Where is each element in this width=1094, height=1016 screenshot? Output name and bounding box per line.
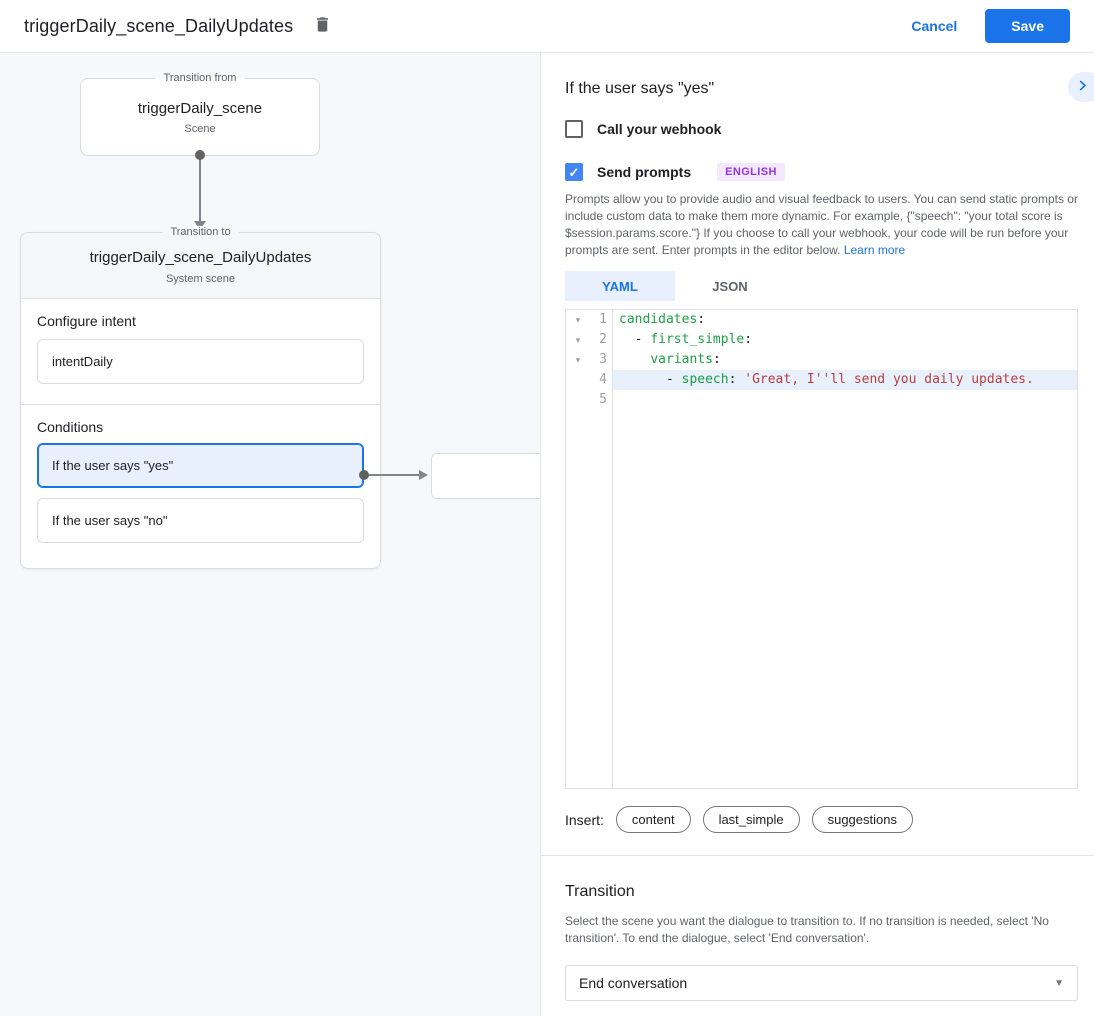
tab-json[interactable]: JSON: [712, 278, 748, 294]
call-webhook-label: Call your webhook: [597, 121, 722, 137]
to-scene-type: System scene: [165, 273, 236, 285]
condition-no-label: If the user says "no": [52, 513, 168, 528]
connector-line-vertical: [199, 158, 201, 221]
editor-format-tabs: YAML JSON: [565, 271, 1078, 301]
insert-chip-suggestions[interactable]: suggestions: [811, 806, 913, 833]
trash-icon: [313, 15, 332, 37]
configure-intent-section: Configure intent intentDaily: [21, 299, 380, 405]
prompts-description-text: Prompts allow you to provide audio and v…: [565, 192, 1078, 257]
fold-gutter-spacer: [566, 370, 590, 390]
tab-yaml[interactable]: YAML: [565, 271, 675, 301]
fold-gutter-spacer: [566, 390, 590, 410]
delete-scene-button[interactable]: [313, 15, 332, 37]
send-prompts-checkbox[interactable]: ✓: [565, 163, 583, 181]
insert-chip-last-simple[interactable]: last_simple: [702, 806, 800, 833]
arrow-down-icon: [194, 221, 206, 230]
condition-item-yes[interactable]: If the user says "yes": [37, 443, 364, 488]
learn-more-link[interactable]: Learn more: [843, 243, 906, 257]
transition-target-placeholder: [431, 453, 540, 499]
line-number: 3: [599, 352, 607, 367]
topbar-actions: Cancel Save: [911, 9, 1070, 43]
intent-item[interactable]: intentDaily: [37, 339, 364, 384]
transition-from-label: Transition from: [155, 72, 245, 85]
code-line: [613, 390, 1077, 410]
line-number: 5: [599, 392, 607, 407]
top-bar: triggerDaily_scene_DailyUpdates Cancel S…: [0, 0, 1094, 53]
condition-yes-label: If the user says "yes": [52, 458, 174, 473]
scene-diagram-canvas: Transition from triggerDaily_scene Scene…: [0, 53, 541, 1016]
line-number-gutter: 1 2 3 4 5: [590, 310, 612, 788]
arrow-right-icon: [419, 470, 428, 480]
code-token: :: [744, 332, 753, 347]
condition-item-no[interactable]: If the user says "no": [37, 498, 364, 543]
prompts-description: Prompts allow you to provide audio and v…: [565, 191, 1078, 259]
fold-arrow-icon[interactable]: ▾: [575, 335, 581, 345]
line-number: 1: [599, 312, 607, 327]
fold-arrow-icon[interactable]: ▾: [575, 315, 581, 325]
code-line: - first_simple:: [613, 330, 1077, 350]
yaml-code-editor[interactable]: ▾ ▾ ▾ 1 2 3 4 5 candidates: - first_simp…: [565, 309, 1078, 789]
insert-row: Insert: content last_simple suggestions: [565, 806, 1078, 833]
code-token: 'Great, I''ll send you daily updates.: [744, 372, 1034, 387]
page-title: triggerDaily_scene_DailyUpdates: [24, 15, 294, 36]
code-token: speech: [681, 372, 729, 387]
to-scene-name: triggerDaily_scene_DailyUpdates: [89, 249, 312, 266]
caret-down-icon: ▼: [1054, 977, 1064, 989]
code-token: :: [697, 312, 706, 327]
transition-select[interactable]: End conversation ▼: [565, 965, 1078, 1001]
code-token: candidates: [619, 312, 698, 327]
from-scene-type: Scene: [184, 122, 216, 135]
chevron-right-icon: [1075, 78, 1090, 96]
call-webhook-checkbox[interactable]: [565, 120, 583, 138]
connector-dot: [195, 150, 205, 160]
connector-line-horizontal: [366, 474, 420, 476]
code-token: -: [619, 372, 682, 387]
configure-intent-label: Configure intent: [37, 313, 136, 329]
code-line: candidates:: [613, 310, 1077, 330]
cancel-button[interactable]: Cancel: [911, 18, 958, 34]
transition-section-title: Transition: [565, 883, 635, 900]
line-number: 2: [599, 332, 607, 347]
code-token: :: [728, 372, 745, 387]
webhook-row: Call your webhook: [565, 120, 1078, 138]
section-divider: [541, 855, 1094, 856]
code-token: first_simple: [650, 332, 745, 347]
line-number: 4: [599, 372, 607, 387]
check-icon: ✓: [568, 164, 580, 180]
to-scene-header[interactable]: triggerDaily_scene_DailyUpdates System s…: [21, 233, 380, 299]
code-line: variants:: [613, 350, 1077, 370]
from-scene-name: triggerDaily_scene: [137, 99, 263, 117]
transition-description: Select the scene you want the dialogue t…: [565, 914, 1049, 945]
transition-to-node: Transition to triggerDaily_scene_DailyUp…: [20, 226, 381, 569]
transition-select-value: End conversation: [579, 975, 688, 991]
panel-title: If the user says "yes": [565, 80, 715, 97]
editor-gutter: ▾ ▾ ▾ 1 2 3 4 5: [566, 310, 613, 788]
connector-dot: [359, 470, 369, 480]
editor-code-area[interactable]: candidates: - first_simple: variants: - …: [613, 310, 1077, 788]
insert-chip-content[interactable]: content: [615, 806, 691, 833]
condition-editor-panel: If the user says "yes" Call your webhook…: [541, 53, 1094, 1016]
conditions-label: Conditions: [37, 419, 104, 435]
code-line-active: - speech: 'Great, I''ll send you daily u…: [613, 370, 1077, 390]
collapse-panel-button[interactable]: [1068, 72, 1094, 102]
save-button[interactable]: Save: [985, 9, 1070, 43]
fold-arrow-icon[interactable]: ▾: [575, 355, 581, 365]
language-badge: ENGLISH: [717, 163, 785, 181]
send-prompts-row: ✓ Send prompts ENGLISH: [565, 163, 1078, 181]
send-prompts-label: Send prompts: [597, 164, 692, 180]
code-token: -: [619, 332, 651, 347]
code-token: [619, 352, 650, 367]
transition-to-label: Transition to: [162, 226, 239, 239]
conditions-section: Conditions If the user says "yes" If the…: [21, 405, 380, 559]
intent-name: intentDaily: [52, 354, 113, 369]
transition-from-node[interactable]: Transition from triggerDaily_scene Scene: [80, 72, 320, 156]
code-token: variants: [650, 352, 713, 367]
fold-gutter: ▾ ▾ ▾: [566, 310, 590, 788]
code-token: :: [712, 352, 721, 367]
insert-label: Insert:: [565, 811, 604, 828]
